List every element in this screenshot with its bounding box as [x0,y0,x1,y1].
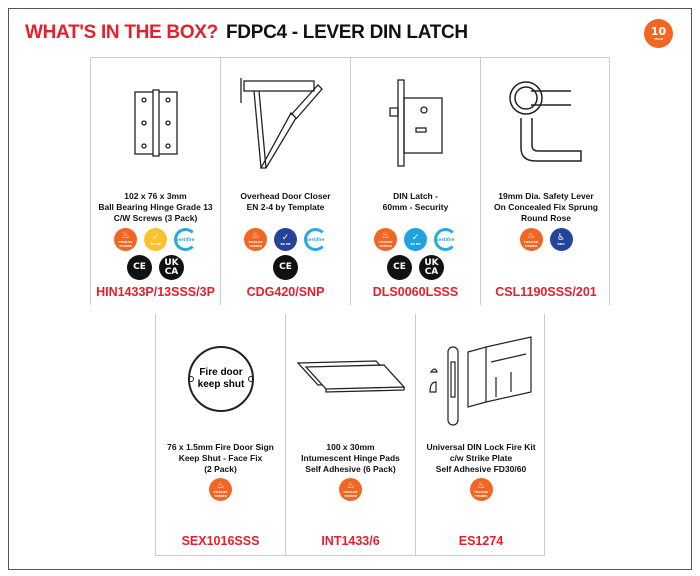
check-icon: ✓BS EN [404,228,427,251]
fire-rated-icon: ♨FD30/60 TIMBER [469,478,493,501]
hinge-image [91,68,220,178]
ce-mark-icon: CE [387,255,412,280]
hinge-pads-image [286,324,415,434]
cert-badges: ♨FD30/60 TIMBER [156,478,285,501]
lever-handle-image [481,68,611,178]
sign-text: Fire door [199,367,242,378]
certifire-icon: certifire [434,228,457,251]
sign-text: keep shut [197,379,244,390]
ce-mark-icon: CE [273,255,298,280]
product-code: ES1274 [458,534,504,548]
product-code: DLS0060LSSS [372,285,459,299]
fire-rated-icon: ♨FD30/60 TIMBER [519,228,543,251]
check-icon: ✓BS EN [274,228,297,251]
check-icon: ✓BS EN [144,228,167,251]
product-card-fire-door-sign: Fire door keep shut 76 x 1.5mm Fire Door… [156,314,286,555]
product-code: INT1433/6 [321,534,380,548]
cert-badges: ♨FD30/60 TIMBER [416,478,546,501]
fire-rated-icon: ♨FD30/60 TIMBER [114,228,137,251]
cert-badges: ♨FD30/60 TIMBER ✓BS EN certifire [351,228,480,251]
certifire-icon: certifire [304,228,327,251]
wheelchair-icon: ♿DDA [549,228,573,251]
door-closer-image [221,68,350,178]
cert-badges: ♨FD30/60 TIMBER ✓BS EN certifire [221,228,350,251]
fire-rated-icon: ♨FD30/60 TIMBER [209,478,232,501]
mark-badges: CE [221,255,350,280]
mark-badges: CE UK CA [91,255,220,280]
page-frame [8,8,692,570]
fire-rated-icon: ♨FD30/60 TIMBER [244,228,267,251]
fire-door-sign-image: Fire door keep shut [156,324,285,434]
ukca-mark-icon: UK CA [159,255,184,280]
product-code: CDG420/SNP [246,285,325,299]
lock-fire-kit-image [416,324,546,434]
product-code: SEX1016SSS [181,534,260,548]
product-card-din-latch: DIN Latch -60mm - Security ♨FD30/60 TIMB… [351,58,481,305]
bottom-products-panel: Fire door keep shut 76 x 1.5mm Fire Door… [155,314,545,556]
cert-badges: ♨FD30/60 TIMBER [286,478,415,501]
fire-rated-icon: ♨FD30/60 TIMBER [339,478,362,501]
cert-badges: ♨FD30/60 TIMBER ♿DDA [481,228,611,251]
certifire-icon: certifire [174,228,197,251]
cert-badges: ♨FD30/60 TIMBER ✓BS EN certifire [91,228,220,251]
product-description: DIN Latch -60mm - Security [382,191,449,212]
din-latch-image [351,68,480,178]
mark-badges: CE UK CA [351,255,480,280]
fire-rated-icon: ♨FD30/60 TIMBER [374,228,397,251]
page-title: WHAT'S IN THE BOX?FDPC4 - LEVER DIN LATC… [25,22,468,43]
product-code: HIN1433P/13SSS/3P [96,285,215,299]
ukca-mark-icon: UK CA [419,255,444,280]
product-code: CSL1190SSS/201 [495,285,597,299]
ce-mark-icon: CE [127,255,152,280]
